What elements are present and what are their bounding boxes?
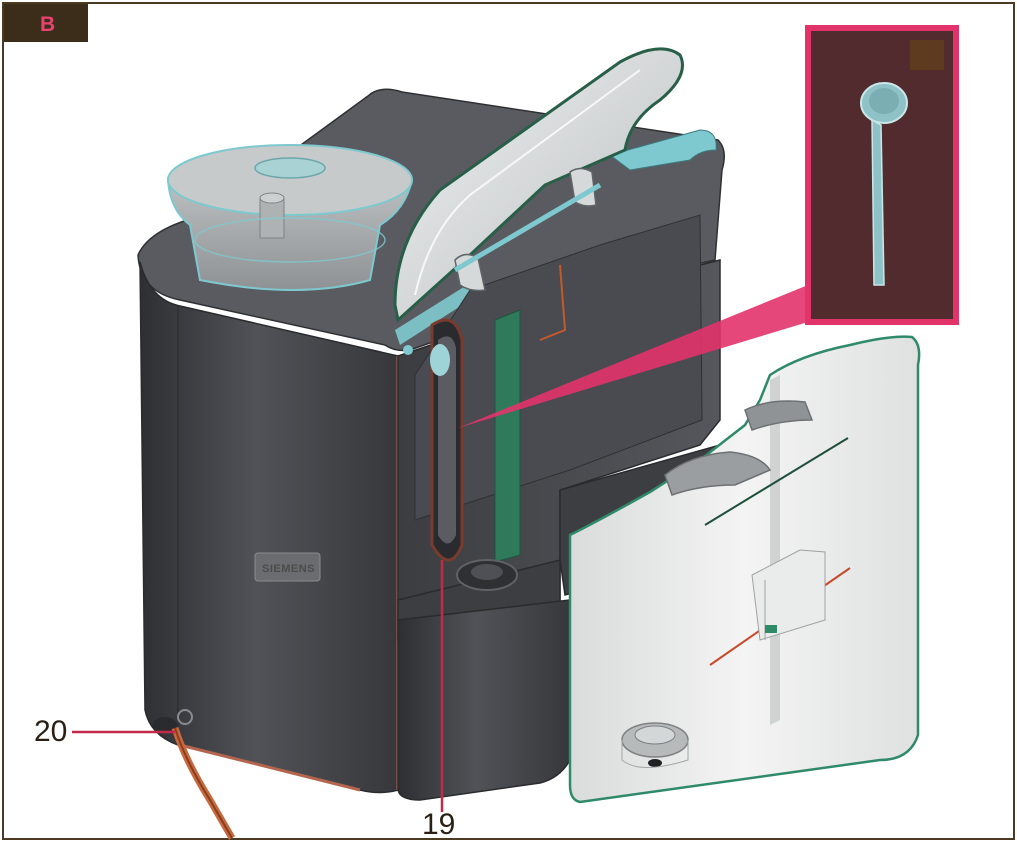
brand-label: SIEMENS bbox=[262, 563, 315, 575]
brand-plate: SIEMENS bbox=[254, 552, 321, 582]
callout-19-label: 19 bbox=[422, 808, 455, 841]
callout-20: 20 bbox=[34, 715, 175, 748]
bean-container bbox=[167, 144, 414, 291]
machine-front-face bbox=[139, 261, 399, 794]
figure-badge-label: B bbox=[40, 13, 55, 36]
power-symbol-icon bbox=[177, 709, 193, 725]
callout-20-label: 20 bbox=[34, 715, 67, 748]
max-level-line bbox=[704, 437, 849, 526]
spoon-holder-slot bbox=[403, 318, 464, 562]
tank-handle bbox=[664, 451, 772, 496]
machine-base-lower bbox=[397, 599, 571, 801]
figure-badge: B bbox=[4, 4, 88, 42]
inset-connector bbox=[458, 285, 808, 428]
tank-valve bbox=[621, 722, 689, 767]
cavity-green-strip bbox=[494, 309, 521, 563]
cord-socket bbox=[153, 717, 177, 733]
water-tank-body bbox=[568, 335, 921, 804]
callout-19: 19 bbox=[422, 560, 455, 841]
water-tank bbox=[568, 335, 921, 804]
machine-rim bbox=[608, 129, 717, 171]
tank-inner-cutout bbox=[751, 549, 826, 641]
open-lid bbox=[393, 47, 684, 323]
coffee-machine: SIEMENS bbox=[137, 47, 725, 840]
measuring-spoon-icon bbox=[860, 82, 908, 286]
inset-corner-tag bbox=[910, 40, 944, 70]
detail-inset bbox=[458, 25, 959, 428]
